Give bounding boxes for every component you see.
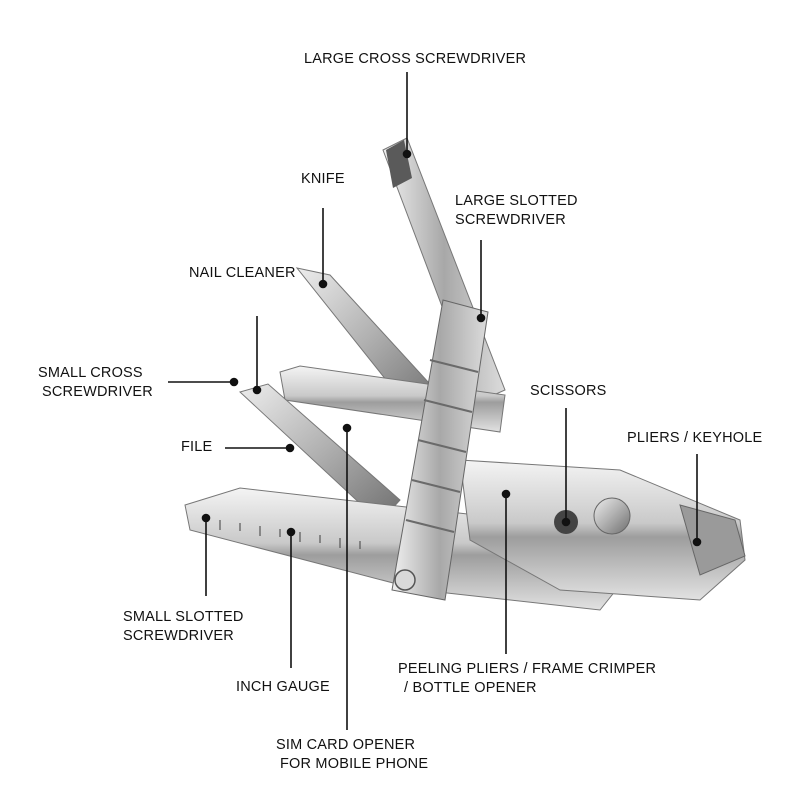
- label-line-1: SMALL SLOTTED: [123, 608, 244, 627]
- label-line-2: SCREWDRIVER: [38, 383, 153, 402]
- label-text: NAIL CLEANER: [189, 264, 296, 283]
- label-line-1: SIM CARD OPENER: [276, 736, 428, 755]
- label-nail-cleaner: NAIL CLEANER: [189, 264, 296, 283]
- label-text: SCISSORS: [530, 382, 607, 401]
- label-file: FILE: [181, 438, 212, 457]
- label-large-cross-screwdriver: LARGE CROSS SCREWDRIVER: [304, 50, 526, 69]
- label-inch-gauge: INCH GAUGE: [236, 678, 330, 697]
- label-small-cross-screwdriver: SMALL CROSS SCREWDRIVER: [38, 364, 153, 402]
- label-text: INCH GAUGE: [236, 678, 330, 697]
- label-text: FILE: [181, 438, 212, 457]
- label-line-2: FOR MOBILE PHONE: [276, 755, 428, 774]
- label-line-1: LARGE SLOTTED: [455, 192, 578, 211]
- label-line-2: / BOTTLE OPENER: [398, 679, 656, 698]
- label-text: KNIFE: [301, 170, 345, 189]
- label-line-2: SCREWDRIVER: [455, 211, 578, 230]
- label-line-1: SMALL CROSS: [38, 364, 153, 383]
- label-knife: KNIFE: [301, 170, 345, 189]
- label-pliers-keyhole: PLIERS / KEYHOLE: [627, 429, 762, 448]
- label-text: LARGE CROSS SCREWDRIVER: [304, 50, 526, 69]
- label-large-slotted-screwdriver: LARGE SLOTTED SCREWDRIVER: [455, 192, 578, 230]
- label-sim-card-opener: SIM CARD OPENER FOR MOBILE PHONE: [276, 736, 428, 774]
- label-scissors: SCISSORS: [530, 382, 607, 401]
- label-small-slotted-screwdriver: SMALL SLOTTED SCREWDRIVER: [123, 608, 244, 646]
- label-text: PLIERS / KEYHOLE: [627, 429, 762, 448]
- label-peeling-pliers: PEELING PLIERS / FRAME CRIMPER / BOTTLE …: [398, 660, 656, 698]
- label-line-1: PEELING PLIERS / FRAME CRIMPER: [398, 660, 656, 679]
- label-line-2: SCREWDRIVER: [123, 627, 244, 646]
